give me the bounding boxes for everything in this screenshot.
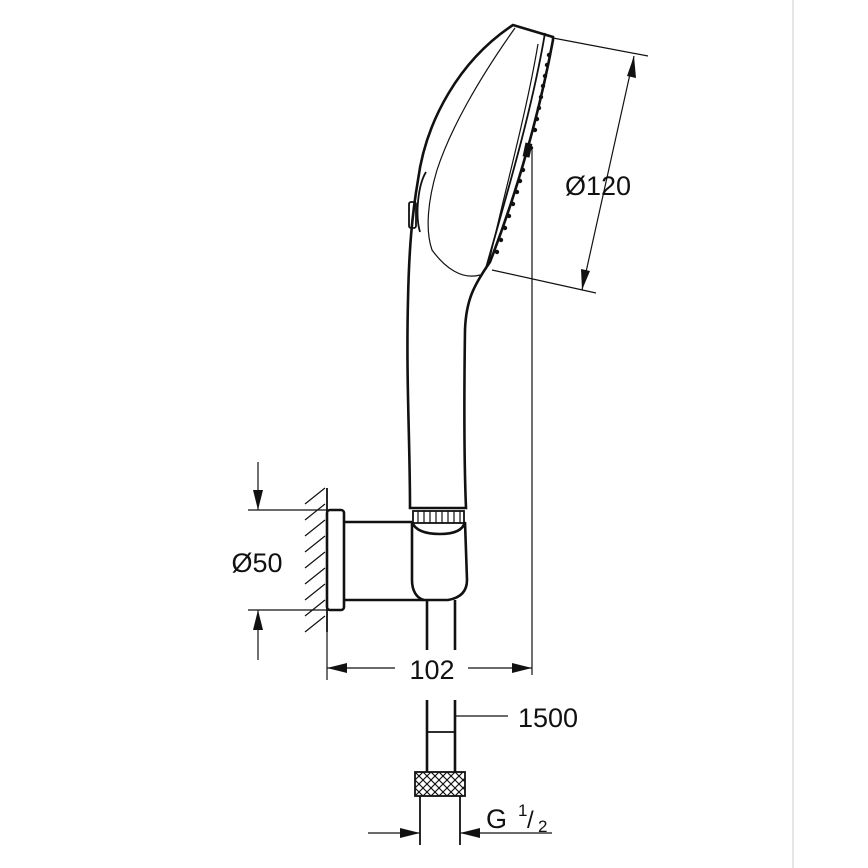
- wall-hatching: [304, 487, 326, 633]
- holder-cup: [410, 521, 469, 602]
- center-button: [522, 142, 533, 158]
- dim-thread: G 1 / 2: [368, 801, 552, 838]
- body-contour: [427, 27, 516, 277]
- hose-nut-knurl: [417, 511, 461, 523]
- dim-projection: 102: [326, 632, 532, 685]
- wall-flange: [325, 508, 346, 612]
- spray-face-inner: [488, 43, 539, 263]
- thread-numerator: 1: [518, 801, 527, 820]
- holder-arm: [344, 520, 424, 602]
- dim-holder-diameter: Ø50: [231, 462, 327, 660]
- projection-label: 102: [409, 655, 454, 685]
- hose-end-knurl: [414, 771, 466, 797]
- dim-hose-length: 1500: [455, 703, 578, 733]
- hose: [414, 700, 466, 845]
- thread-denominator: 2: [538, 817, 547, 836]
- hand-shower-outline: [406, 23, 555, 510]
- mode-switch-button: [416, 171, 427, 233]
- hose-end-nut: [414, 771, 466, 797]
- thread-label: G: [486, 804, 507, 834]
- hose-nut: [412, 510, 465, 524]
- hose-upper: [425, 600, 457, 650]
- dim-head-diameter: Ø120: [491, 37, 649, 294]
- hose-length-label: 1500: [518, 703, 578, 733]
- holder-diameter-label: Ø50: [231, 548, 282, 578]
- thread-slash: /: [527, 807, 534, 834]
- thread-main: G: [486, 804, 507, 834]
- thread-stem: [419, 796, 461, 845]
- head-diameter-label: Ø120: [565, 171, 631, 201]
- hand-shower: [406, 23, 555, 510]
- hose-lower: [425, 700, 457, 772]
- wall-holder: [304, 487, 469, 650]
- mode-switch-knob: [408, 201, 417, 229]
